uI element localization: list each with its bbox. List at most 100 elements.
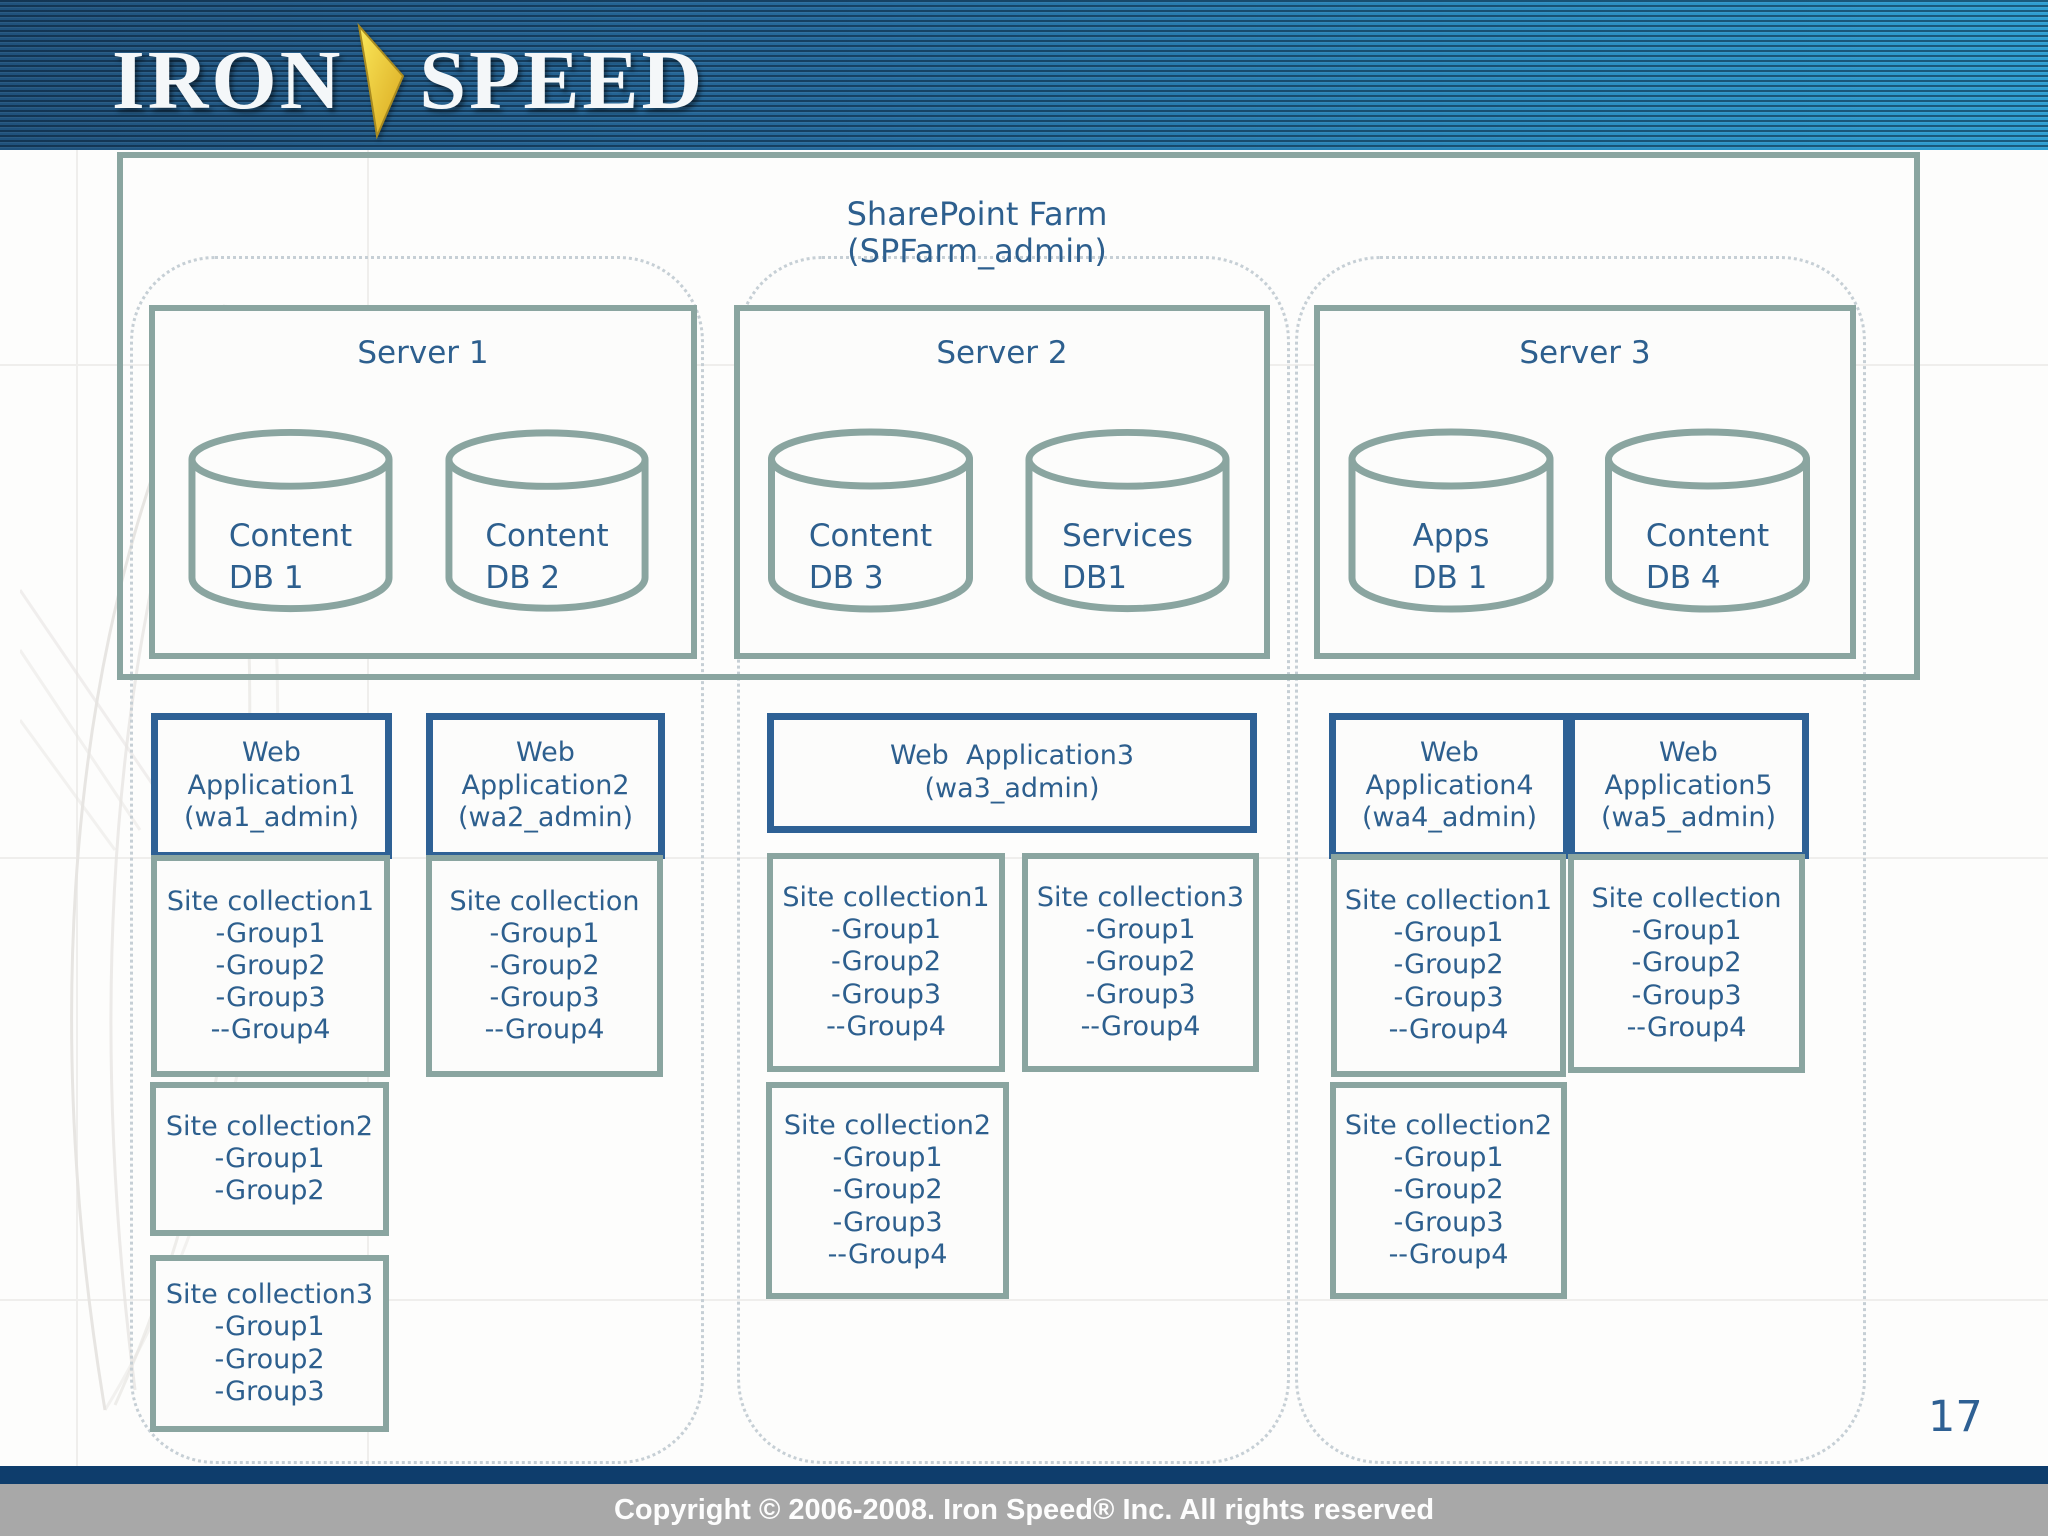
text-line: (wa3_admin): [924, 773, 1100, 804]
text-line: DB 4: [1645, 559, 1721, 596]
database-cylinder-icon: [445, 429, 649, 612]
text-line: (wa4_admin): [1362, 802, 1537, 834]
text-line: Services: [1062, 518, 1193, 554]
site-collection-box: Site collection3 -Group1-Group2-Group3--…: [1022, 853, 1259, 1072]
text-line: -Group2: [489, 949, 600, 981]
logo-word-speed: SPEED: [419, 34, 706, 127]
text-line: DB 3: [808, 559, 884, 596]
site-collection-groups: -Group1-Group2-Group3--Group4: [485, 918, 605, 1047]
site-collection-title: Site collection: [1591, 883, 1782, 915]
text-line: -Group3: [1631, 979, 1742, 1011]
text-line: -Group3: [1085, 978, 1196, 1010]
web-application-3-box: Web Application3(wa3_admin): [767, 713, 1257, 833]
text-line: Content: [228, 518, 353, 554]
header-banner: IRON SPEED: [0, 0, 2048, 150]
apps-db1-cylinder: Apps DB 1: [1346, 428, 1556, 616]
site-collection-groups: -Group1-Group2-Group3--Group4: [1389, 1142, 1509, 1271]
site-collection-title: Site collection2: [165, 1110, 374, 1142]
db-label: Apps DB 1: [1413, 516, 1490, 599]
text-line: -Group1: [1631, 915, 1742, 947]
text-line: Application2: [461, 769, 630, 801]
text-line: -Group3: [1393, 1206, 1504, 1238]
text-line: Web: [516, 736, 575, 768]
text-line: Web: [242, 736, 301, 768]
text-line: --Group4: [210, 1014, 331, 1046]
text-line: (wa5_admin): [1601, 802, 1776, 834]
text-line: -Group2: [832, 1174, 943, 1206]
text-line: DB 1: [228, 559, 304, 596]
text-line: -Group2: [1631, 947, 1742, 979]
logo-word-iron: IRON: [112, 34, 344, 127]
site-collection-box: Site collection -Group1-Group2-Group3--G…: [1568, 854, 1805, 1073]
footer-accent-bar: [0, 1466, 2048, 1484]
site-collection-groups: -Group1-Group2-Group3--Group4: [1389, 917, 1509, 1046]
text-line: DB 1: [1412, 559, 1488, 596]
column-outline-3: [1295, 256, 1866, 1464]
text-line: (wa1_admin): [184, 802, 359, 834]
text-line: Application4: [1365, 769, 1534, 801]
text-line: Apps: [1412, 518, 1490, 554]
site-collection-groups: -Group1-Group2-Group3--Group4: [1627, 915, 1747, 1044]
site-collection-groups: -Group1-Group2-Group3--Group4: [1081, 914, 1201, 1043]
site-collection-box: Site collection1 -Group1-Group2-Group3--…: [1331, 854, 1566, 1077]
text-line: Application1: [187, 769, 356, 801]
text-line: -Group3: [214, 1375, 325, 1407]
database-cylinder-icon: [188, 428, 393, 613]
text-line: -Group3: [830, 978, 942, 1010]
text-line: -Group2: [214, 1175, 325, 1207]
ironspeed-logo: IRON SPEED: [112, 22, 705, 140]
copyright-text: Copyright © 2006-2008. Iron Speed® Inc. …: [613, 1493, 1435, 1526]
footer-copyright-bar: Copyright © 2006-2008. Iron Speed® Inc. …: [0, 1484, 2048, 1536]
text-line: -Group2: [1393, 949, 1504, 981]
page-number: 17: [1928, 1392, 1983, 1442]
text-line: -Group3: [215, 982, 326, 1014]
site-collection-groups: -Group1-Group2: [214, 1143, 324, 1207]
database-cylinder-icon: [768, 428, 973, 613]
grid-line: [76, 150, 78, 1466]
text-line: Application5: [1604, 769, 1773, 801]
farm-title-line2: (SPFarm_admin): [847, 232, 1107, 271]
text-line: Content: [1645, 518, 1770, 554]
site-collection-box: Site collection2 -Group1-Group2-Group3--…: [766, 1082, 1009, 1299]
text-line: -Group1: [215, 917, 326, 949]
site-collection-box: Site collection1 -Group1-Group2-Group3--…: [767, 853, 1005, 1072]
site-collection-box: Site collection3 -Group1-Group2-Group3: [150, 1255, 389, 1432]
text-line: -Group2: [214, 1343, 325, 1375]
text-line: Web: [1659, 736, 1718, 768]
site-collection-groups: -Group1-Group2-Group3: [214, 1311, 324, 1407]
text-line: DB 2: [485, 559, 561, 596]
farm-title: SharePoint Farm (SPFarm_admin): [717, 195, 1237, 271]
text-line: -Group1: [832, 1142, 943, 1174]
text-line: -Group3: [489, 982, 600, 1014]
site-collection-box: Site collection2 -Group1-Group2-Group3--…: [1330, 1082, 1567, 1299]
text-line: Content: [808, 518, 933, 554]
grid-line: [0, 1299, 2048, 1301]
text-line: (wa2_admin): [458, 802, 633, 834]
text-line: --Group4: [1626, 1011, 1747, 1043]
text-line: -Group1: [830, 914, 942, 946]
site-collection-title: Site collection1: [166, 885, 375, 917]
lightning-bolt-icon: [357, 22, 405, 140]
site-collection-box: Site collection1 -Group1-Group2-Group3--…: [151, 855, 390, 1077]
text-line: --Group4: [826, 1010, 946, 1042]
text-line: Content: [485, 518, 609, 554]
database-cylinder-icon: [1025, 428, 1230, 613]
content-db4-cylinder: Content DB 4: [1602, 428, 1813, 616]
text-line: --Group4: [1388, 1013, 1509, 1045]
text-line: --Group4: [484, 1014, 605, 1046]
text-line: Web Application3: [889, 740, 1135, 772]
text-line: -Group3: [832, 1206, 943, 1238]
server-3-title: Server 3: [1519, 335, 1651, 371]
site-collection-title: Site collection1: [782, 882, 990, 914]
text-line: -Group2: [830, 946, 942, 978]
text-line: --Group4: [827, 1238, 948, 1270]
text-line: -Group1: [1393, 917, 1504, 949]
